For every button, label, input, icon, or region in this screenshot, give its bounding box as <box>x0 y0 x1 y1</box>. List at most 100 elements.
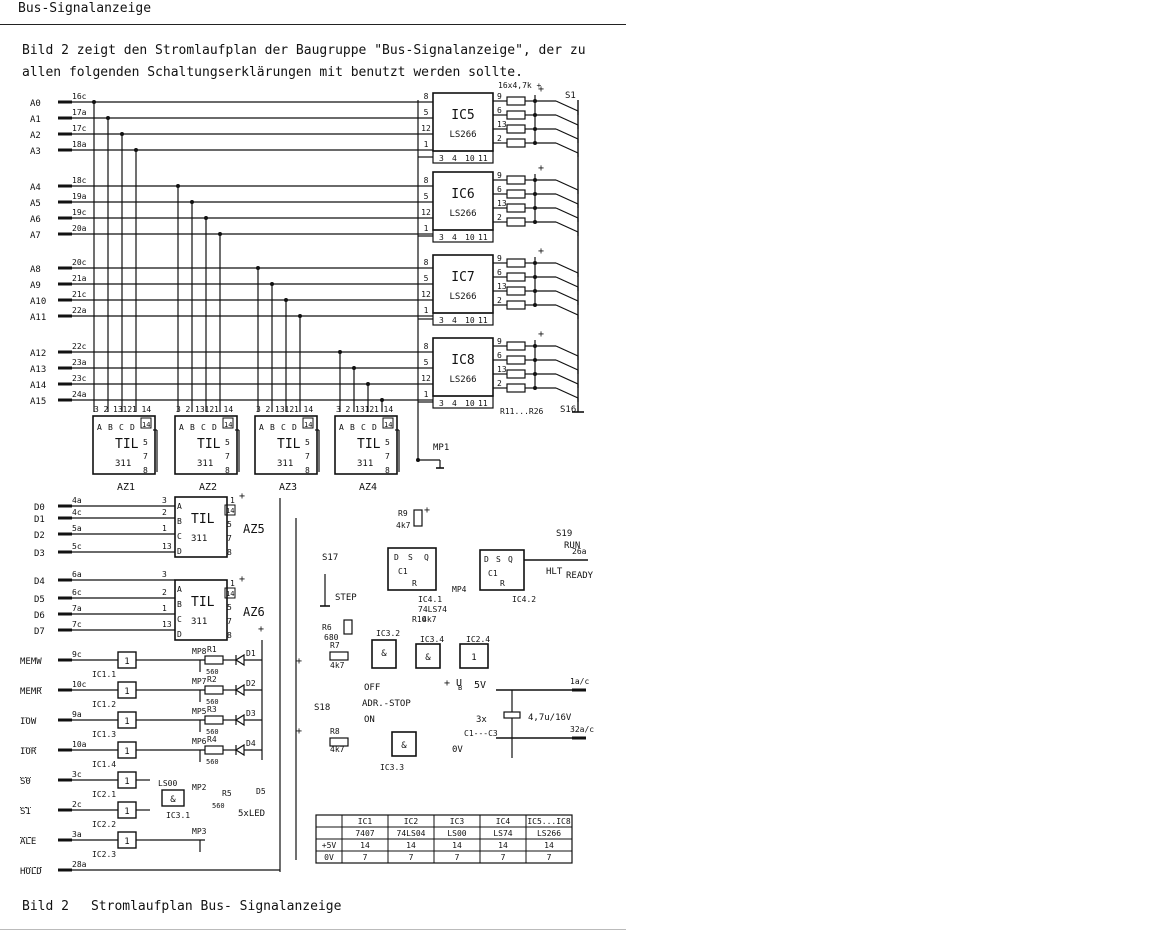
nand-ic34 <box>415 643 441 669</box>
pin-label: 3 <box>439 233 444 242</box>
pin-label: 23c <box>72 374 87 383</box>
address-label: A8 <box>30 265 41 275</box>
gate-symbol: 1 <box>124 717 129 727</box>
address-label: A5 <box>30 199 41 209</box>
switch-label: OFF <box>364 683 380 693</box>
pin-label: 17c <box>72 124 87 133</box>
nand-ic32 <box>371 639 397 669</box>
pin-label: 14 <box>304 421 312 429</box>
wire <box>555 387 579 399</box>
switch-label: ON <box>364 715 375 725</box>
resistor <box>329 651 349 661</box>
pin-label: 10 <box>465 154 475 163</box>
bottom-rule <box>0 929 626 930</box>
display-name: AZ3 <box>279 482 297 493</box>
junction-dot <box>270 282 274 286</box>
pin-label: 8 <box>225 466 230 475</box>
power-label: 0V <box>452 745 463 755</box>
plus-sign: + <box>424 505 430 516</box>
wire <box>555 142 579 154</box>
comparator-name: IC7 <box>451 270 474 285</box>
pin-label: 7 <box>225 452 230 461</box>
junction-dot <box>176 184 180 188</box>
display-num: 311 <box>191 617 207 627</box>
resistor <box>204 715 224 725</box>
junction-dot <box>533 206 537 210</box>
pin-label: 9 <box>497 171 502 180</box>
junction-dot <box>533 344 537 348</box>
ic-table-cell: +5V <box>322 841 337 850</box>
data-label: D5 <box>34 595 45 605</box>
switch-label: STEP <box>335 593 357 603</box>
comparator-type: LS266 <box>449 292 476 302</box>
pin-label: 22c <box>72 342 87 351</box>
pin-strip <box>432 312 494 326</box>
pin-label: 2 <box>497 296 502 305</box>
display-type: TIL <box>197 437 221 452</box>
pin-label: 7 <box>143 452 148 461</box>
pin-label: 12 <box>365 405 375 414</box>
pin-label: 10 <box>465 233 475 242</box>
gate-label: IC2.2 <box>92 820 116 829</box>
input-label: A <box>179 423 184 432</box>
resistor-value: 560 <box>206 668 219 676</box>
resistor-value: 560 <box>206 728 219 736</box>
pin-label: 17a <box>72 108 87 117</box>
pin-label: 5c <box>72 542 82 551</box>
resistor <box>506 138 526 148</box>
ic-table-cell: LS74 <box>493 829 512 838</box>
junction-dot <box>533 113 537 117</box>
resistor-range-label: R11...R26 <box>500 407 544 416</box>
address-label: A1 <box>30 115 41 125</box>
ic-table-cell: IC5...IC8 <box>527 817 571 826</box>
junction-dot <box>533 141 537 145</box>
display-name: AZ4 <box>359 482 377 493</box>
pin-strip <box>432 395 494 409</box>
pin-label: 3 <box>439 399 444 408</box>
address-label: A3 <box>30 147 41 157</box>
pin-label: 11 <box>478 316 488 325</box>
pin-label: 13 <box>275 405 285 414</box>
junction-dot <box>533 178 537 182</box>
pin-label: 8 <box>227 548 232 557</box>
pin-label: 6 <box>497 106 502 115</box>
pin-box <box>224 587 236 599</box>
address-label: A12 <box>30 349 46 359</box>
pin-box <box>222 417 234 429</box>
plus-sign: + <box>538 329 544 340</box>
comparator-name: IC8 <box>451 353 474 368</box>
ic-table-cell: IC2 <box>404 817 419 826</box>
wire <box>555 373 579 385</box>
ic-table-cell: 7407 <box>355 829 374 838</box>
pin-label: 14 <box>384 421 392 429</box>
gate-symbol: 1 <box>124 687 129 697</box>
resistor <box>506 272 526 282</box>
pin-label: 23a <box>72 358 87 367</box>
ic-table-cell: IC3 <box>450 817 465 826</box>
input-label: D <box>130 423 135 432</box>
pin-label: 7 <box>305 452 310 461</box>
comparator-name: IC5 <box>451 108 474 123</box>
gate-symbol: & <box>381 649 387 659</box>
measure-point-label: MP1 <box>433 443 449 453</box>
gate-label: IC1.1 <box>92 670 116 679</box>
input-label: A <box>177 585 182 594</box>
junction-dot <box>416 458 420 462</box>
led-label: D5 <box>256 787 266 796</box>
resistor-label: R10 <box>412 615 427 624</box>
display-num: 311 <box>197 459 213 469</box>
ic-table-cell: 7 <box>409 853 414 862</box>
input-label: C <box>281 423 286 432</box>
gate <box>117 741 137 759</box>
junction-dot <box>190 200 194 204</box>
ic-table-cell: 7 <box>547 853 552 862</box>
wires <box>58 95 588 872</box>
pin-label: 21c <box>72 290 87 299</box>
input-label: B <box>177 600 182 609</box>
measure-point-label: MP6 <box>192 737 207 746</box>
display-num: 311 <box>191 534 207 544</box>
capacitor-label: 3x <box>476 715 487 725</box>
resistor <box>506 175 526 185</box>
pin-label: 1 <box>162 604 167 613</box>
display-name: AZ1 <box>117 482 135 493</box>
